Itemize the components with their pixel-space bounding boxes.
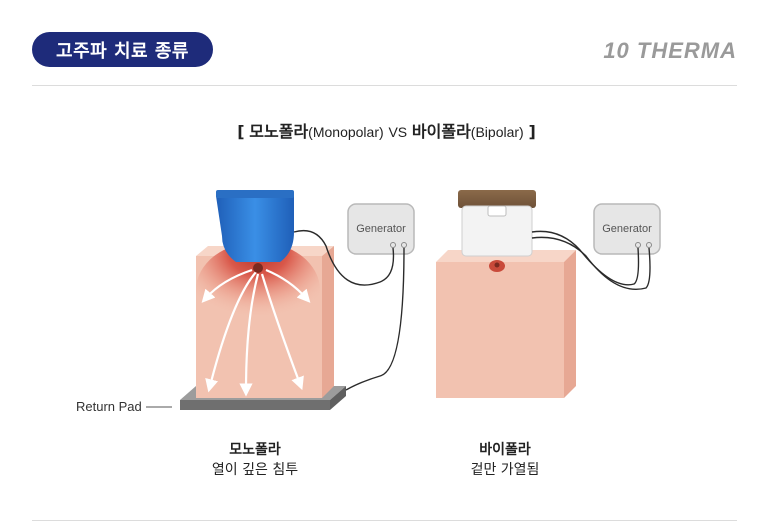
monopolar-english: (Monopolar) <box>308 124 384 140</box>
monopolar-caption-title: 모노폴라 <box>229 442 281 458</box>
return-pad-label: Return Pad <box>76 399 142 414</box>
bipolar-caption-title: 바이폴라 <box>479 442 531 458</box>
monopolar-korean: 모노폴라 <box>249 122 309 141</box>
top-divider <box>32 85 737 86</box>
monopolar-caption-desc: 열이 깊은 침투 <box>211 462 299 478</box>
section-title-badge: 고주파 치료 종류 <box>32 32 213 67</box>
monopolar-generator <box>347 203 415 255</box>
monopolar-handpiece <box>216 190 294 273</box>
bipolar-handpiece <box>458 190 536 257</box>
open-bracket: [ <box>237 122 245 141</box>
bipolar-korean: 바이폴라 <box>411 122 471 141</box>
section-title: 고주파 치료 종류 <box>56 40 189 62</box>
bipolar-generator <box>593 203 661 255</box>
close-bracket: ] <box>528 122 536 141</box>
monopolar-cables <box>293 229 405 391</box>
comparison-subtitle: [ 모노폴라(Monopolar) VS 바이폴라(Bipolar) ] <box>0 118 773 142</box>
bipolar-cables <box>531 230 651 290</box>
bipolar-skin-block <box>436 250 576 398</box>
heat-arrows <box>201 268 311 397</box>
bipolar-caption-desc: 겉만 가열됨 <box>470 462 540 478</box>
bipolar-caption: 바이폴라 겉만 가열됨 <box>445 440 565 480</box>
vs-label: VS <box>388 124 408 140</box>
monopolar-skin-block <box>196 242 334 398</box>
bottom-divider <box>32 520 737 521</box>
bipolar-english: (Bipolar) <box>470 124 524 140</box>
monopolar-generator-label: Generator <box>356 223 406 235</box>
brand-logo: 10 THERMA <box>603 38 737 63</box>
bipolar-generator-label: Generator <box>602 223 652 235</box>
monopolar-caption: 모노폴라 열이 깊은 침투 <box>195 440 315 480</box>
